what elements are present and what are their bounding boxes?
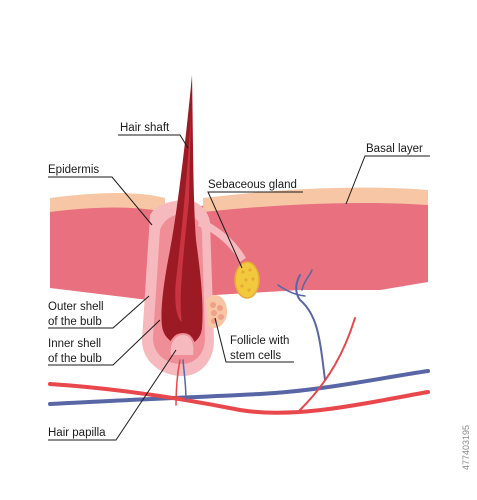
blood-vessels — [48, 269, 430, 415]
stock-id: 477403195 — [461, 425, 471, 470]
vein — [48, 369, 430, 406]
artery-branch — [299, 317, 356, 411]
skin-block — [50, 193, 428, 300]
leader-epidermis — [48, 176, 153, 226]
vein-branch-2 — [277, 269, 313, 297]
skin-layer — [50, 187, 428, 300]
label-follicle-1: Follicle with — [230, 335, 289, 347]
label-inner-shell-2: of the bulb — [48, 353, 102, 365]
hair-shaft — [161, 75, 203, 346]
leader-follicle — [214, 317, 294, 363]
label-inner-shell-1: Inner shell — [48, 338, 101, 350]
artery — [48, 382, 430, 415]
label-hair-shaft: Hair shaft — [120, 122, 170, 134]
labels: Hair shaft Epidermis Sebaceous gland Bas… — [48, 122, 423, 439]
basal-layer-right — [203, 187, 428, 212]
hair-shaft-highlight — [175, 110, 191, 322]
leader-basal — [345, 155, 430, 205]
label-sebaceous-gland: Sebaceous gland — [208, 179, 297, 191]
basal-layer — [50, 193, 165, 212]
leader-sebaceous — [207, 191, 303, 269]
label-hair-papilla: Hair papilla — [48, 427, 106, 439]
hair-papilla — [168, 332, 196, 357]
stem-cell-dots — [210, 302, 224, 324]
leader-hair-shaft — [118, 134, 189, 149]
label-basal-layer: Basal layer — [366, 143, 423, 155]
label-outer-shell-1: Outer shell — [48, 301, 104, 313]
leader-inner-shell — [48, 319, 161, 366]
capillary-right — [182, 359, 187, 401]
label-follicle-2: stem cells — [230, 350, 281, 362]
leader-outer-shell — [48, 295, 150, 329]
leader-lines — [48, 134, 430, 441]
label-epidermis: Epidermis — [48, 164, 99, 176]
capillary-left — [175, 359, 181, 406]
leader-hair-papilla — [48, 349, 177, 441]
label-outer-shell-2: of the bulb — [48, 316, 102, 328]
vein-branch — [295, 274, 326, 381]
